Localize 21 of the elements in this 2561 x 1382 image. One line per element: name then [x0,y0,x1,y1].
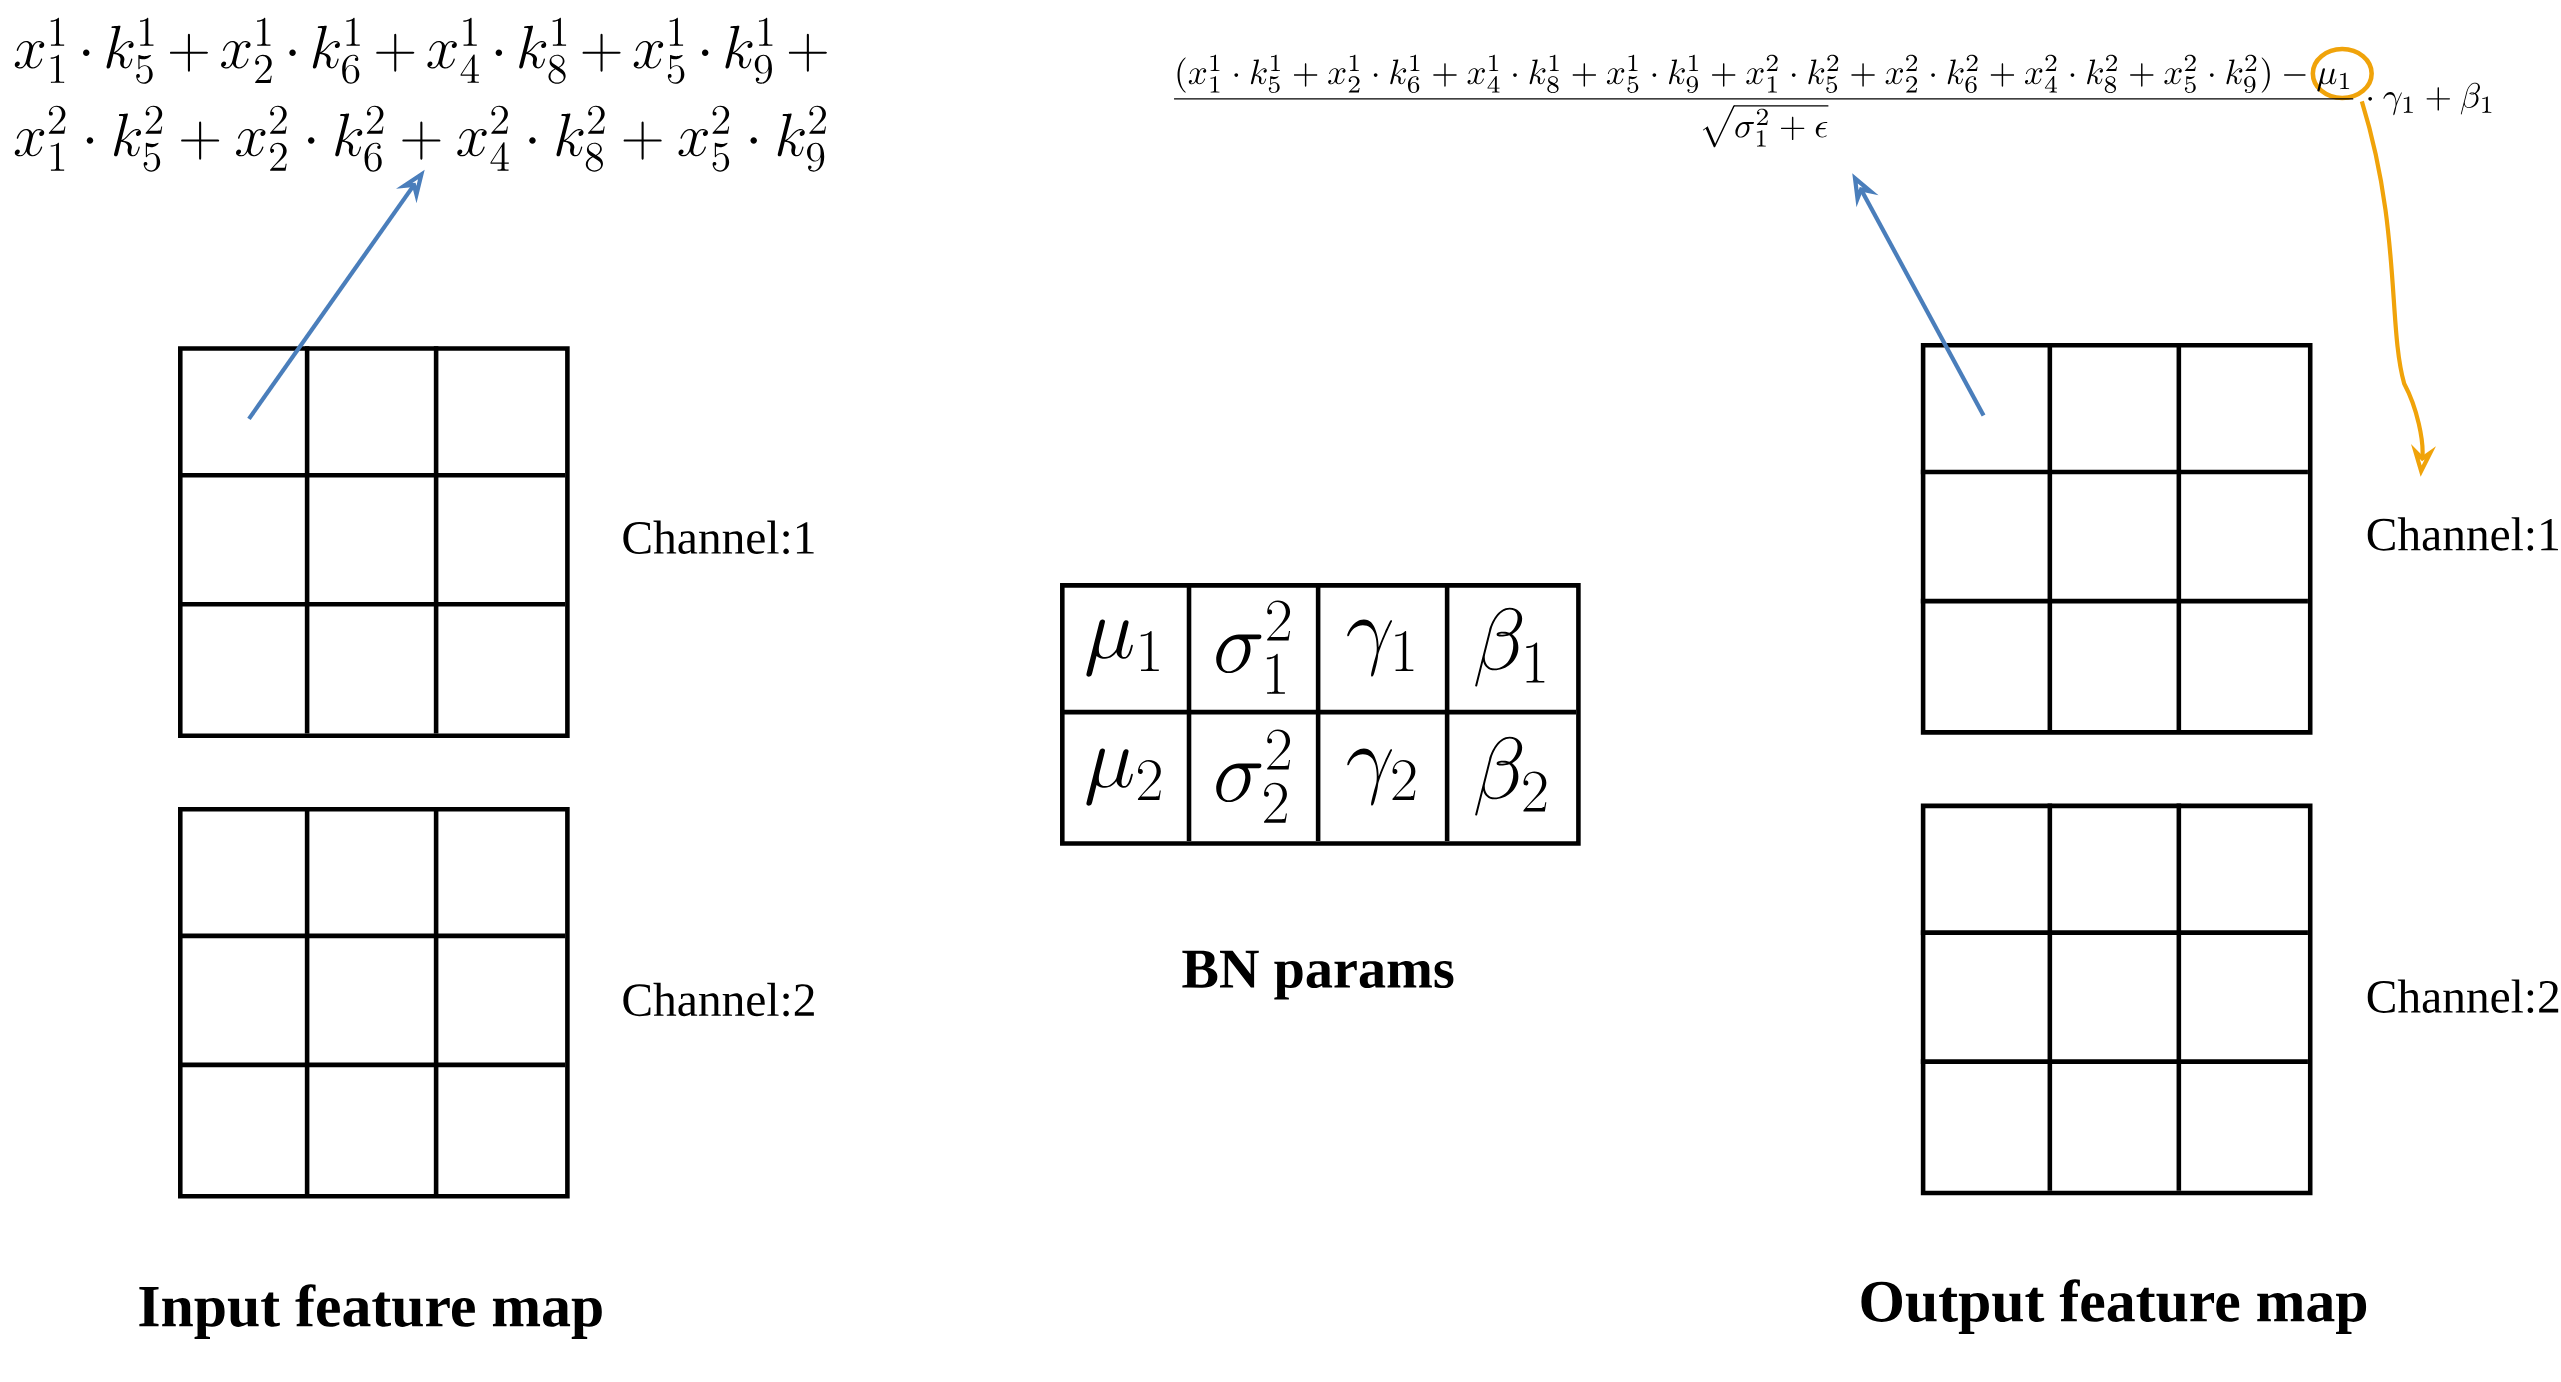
channel-label: Channel:1 [2367,517,2558,551]
table-cell-text: $\gamma_2$ [1347,748,1416,806]
channel-label: Channel:1 [623,520,814,555]
channel-label: Channel:2 [2367,979,2559,1014]
grid-drawing [1920,343,2313,735]
grid-drawing [178,807,570,1199]
table-cell-text: $\beta_1$ [1475,607,1545,687]
table-label: BN params [1182,950,1454,1000]
map-title: Input feature map [139,1284,602,1339]
table-cell-text: $\beta_2$ [1475,736,1547,816]
table-drawing [1060,583,1581,846]
table-cell-text: $\gamma_1$ [1347,619,1414,677]
grid-drawing [1920,803,2313,1196]
map-title: Output feature map [1861,1279,2367,1335]
table-cell-text: $\mu_2$ [1086,748,1161,806]
table-cell-text: $\mu_1$ [1086,619,1159,677]
table-cell-text: $\sigma_1^2$ [1216,600,1291,694]
formula: $x_1^1 \cdot k_5^1 + x_2^1 \cdot k_6^1 + x_4^1 \cdot k_8^1 + x_5^1 \cdot k_9^1 + x_1^2 \cdot k_5^2 + x_2^2 \cdot k_6^2 + x_4^2 \cdot k_8^2 + x_5^2 \cdot k_9^2$ [14,17,827,172]
table-cell-text: $\sigma_2^2$ [1216,729,1291,823]
grid-drawing [178,346,570,739]
channel-label: Channel:2 [623,982,814,1017]
